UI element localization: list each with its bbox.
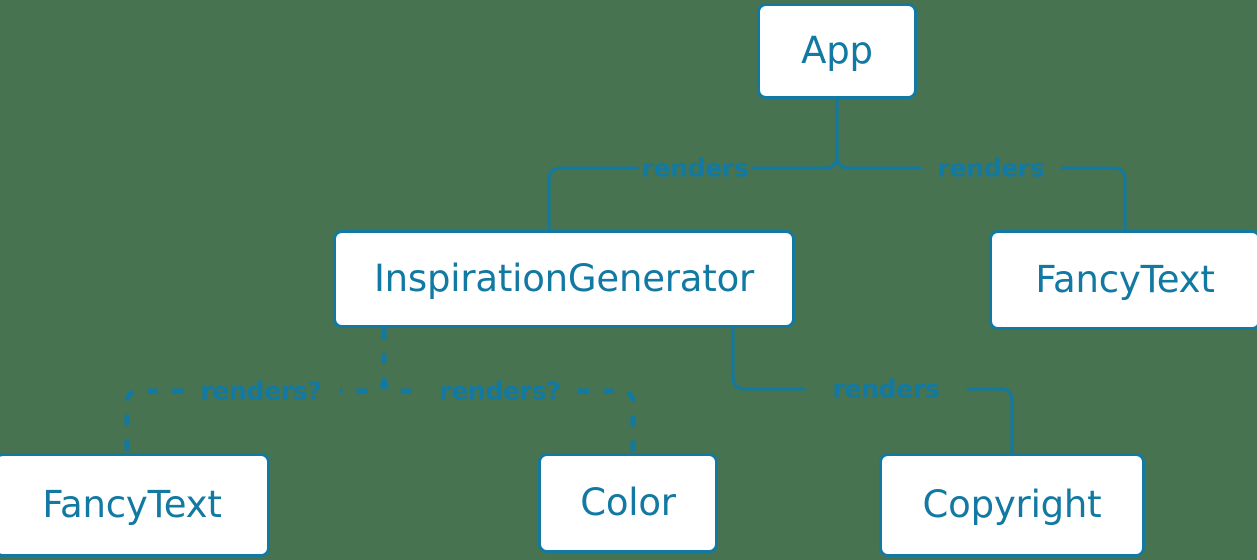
node-fancytext-right[interactable]: FancyText (989, 230, 1257, 330)
edge-inspiration-copyright (731, 326, 1014, 455)
node-color-label: Color (580, 480, 676, 524)
node-fancytext-left-label: FancyText (42, 482, 222, 526)
edge-label-app-fancytext: renders (937, 153, 1045, 183)
node-copyright-label: Copyright (922, 482, 1102, 526)
node-fancytext-left[interactable]: FancyText (0, 453, 270, 557)
node-copyright[interactable]: Copyright (879, 453, 1145, 557)
node-app-label: App (801, 28, 873, 72)
node-fancytext-right-label: FancyText (1035, 257, 1215, 301)
node-inspiration-generator[interactable]: InspirationGenerator (333, 230, 795, 328)
edge-label-app-inspiration: renders (641, 153, 749, 183)
node-color[interactable]: Color (538, 453, 718, 553)
node-inspiration-generator-label: InspirationGenerator (373, 256, 755, 300)
edge-label-inspiration-fancytext-left: renders? (200, 376, 322, 406)
edge-app-fancytext-right (835, 97, 1127, 232)
edge-inspiration-color (381, 328, 636, 453)
edge-label-inspiration-copyright: renders (832, 374, 940, 404)
node-app[interactable]: App (757, 3, 917, 99)
edge-label-inspiration-color: renders? (439, 376, 561, 406)
